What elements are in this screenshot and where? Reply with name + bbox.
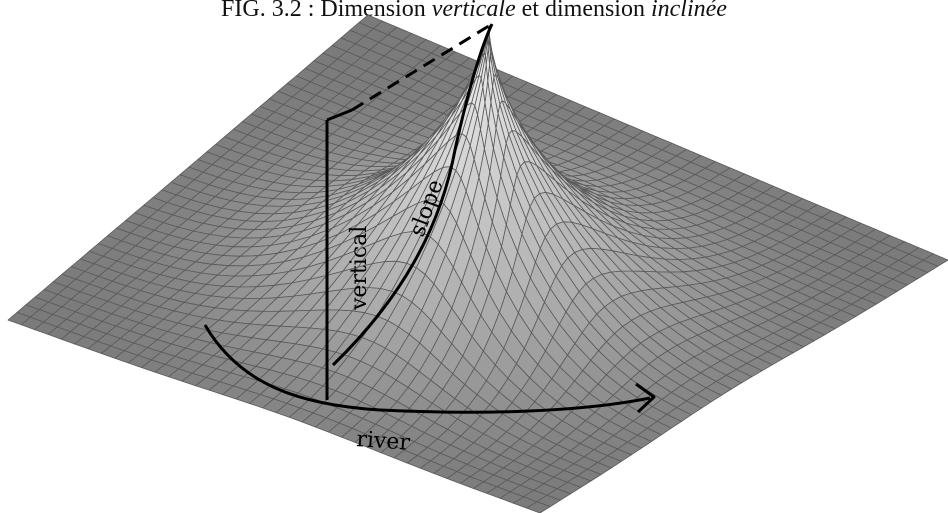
mesh-cell	[526, 501, 551, 513]
river-arrowhead	[635, 382, 656, 414]
caption-term-vertical: verticale	[431, 0, 516, 22]
caption-middle: et dimension	[515, 0, 651, 22]
vertical-top-tick	[326, 108, 353, 122]
river-curve	[203, 324, 651, 414]
river-label: river	[356, 427, 412, 456]
caption-prefix: FIG. 3.2 : Dimension	[221, 0, 432, 22]
mesh-cell	[485, 48, 490, 81]
caption-term-inclined: inclinée	[650, 0, 727, 22]
figure-caption: FIG. 3.2 : Dimension verticale et dimens…	[0, 0, 948, 21]
gaussian-surface-mesh	[7, 14, 948, 513]
dashed-projection-line	[351, 22, 493, 112]
vertical-label: vertical	[347, 226, 372, 311]
slope-curve	[331, 23, 494, 367]
